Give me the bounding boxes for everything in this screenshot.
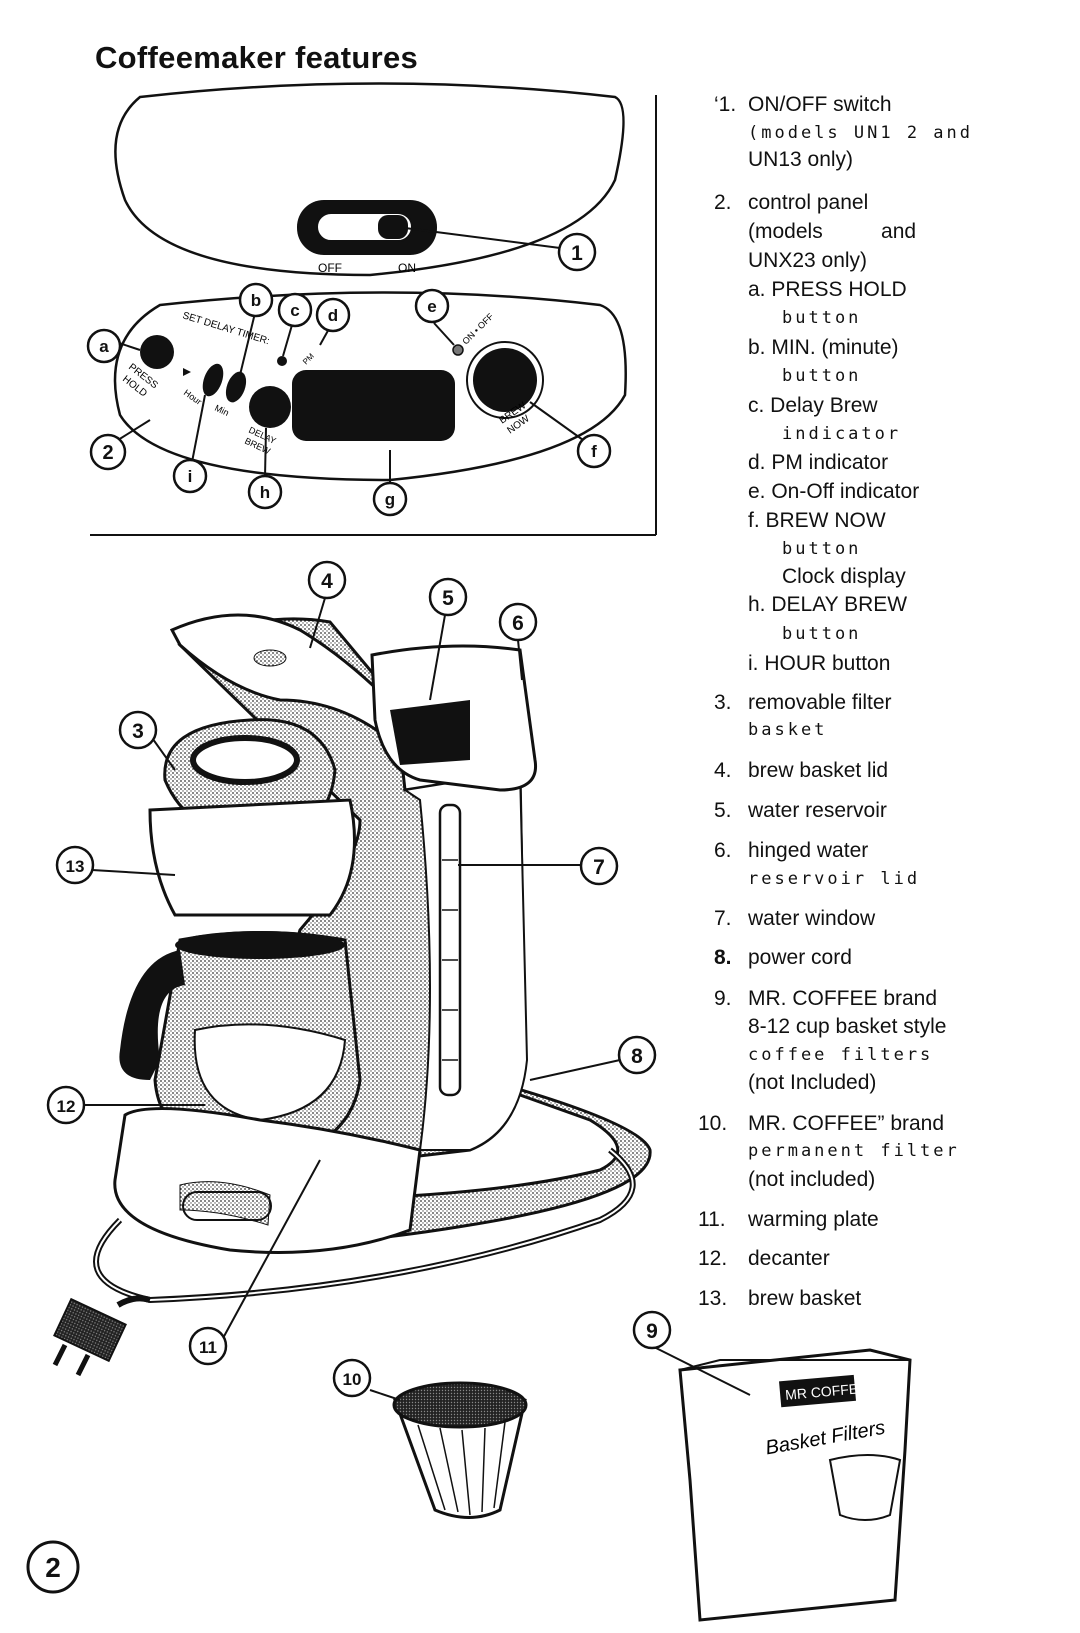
water-window — [438, 803, 462, 1097]
filter-box-drawing: MR COFFEE Basket Filters — [678, 1348, 912, 1622]
switch-panel — [114, 82, 625, 277]
svg-text:h: h — [260, 483, 270, 502]
list-item: 6.hinged water — [714, 839, 869, 862]
list-item: 8.power cord — [714, 946, 852, 969]
svg-text:3: 3 — [132, 720, 144, 743]
list-item: UN13 only) — [748, 148, 854, 171]
svg-text:d: d — [328, 306, 338, 325]
delay-brew-indicator — [277, 356, 287, 366]
list-item: 7.water window — [714, 907, 876, 930]
list-item: (not included) — [748, 1168, 876, 1191]
brew-basket — [148, 798, 356, 917]
svg-text:MR COFFEE: MR COFFEE — [785, 1380, 869, 1403]
svg-text:13: 13 — [66, 857, 85, 876]
list-item: button — [782, 308, 862, 328]
decanter-handle — [119, 950, 185, 1080]
svg-text:i: i — [188, 467, 193, 486]
svg-text:7: 7 — [593, 856, 605, 879]
list-item: 5.water reservoir — [714, 799, 887, 822]
svg-text:12: 12 — [57, 1097, 76, 1116]
list-item: d. PM indicator — [748, 451, 889, 474]
on-off-indicator — [452, 344, 464, 356]
clock-display — [292, 370, 455, 441]
off-label: OFF — [318, 261, 342, 275]
svg-text:1: 1 — [571, 242, 583, 265]
list-item: 11.warming plate — [698, 1208, 879, 1231]
list-item: coffee filters — [748, 1045, 934, 1065]
permanent-filter-drawing — [392, 1381, 528, 1519]
hour-button — [202, 363, 224, 397]
svg-text:8: 8 — [631, 1045, 643, 1068]
list-item: f. BREW NOW — [748, 509, 886, 532]
svg-text:b: b — [251, 291, 261, 310]
list-item: (models UN1 2 and — [748, 123, 973, 143]
delay-brew-button — [249, 386, 291, 428]
list-item: reservoir lid — [748, 869, 921, 889]
list-item: (models and — [748, 220, 917, 243]
warming-base — [113, 1107, 422, 1254]
list-item: 8-12 cup basket style — [748, 1015, 947, 1038]
plug — [53, 1297, 127, 1363]
svg-text:9: 9 — [646, 1320, 658, 1343]
list-item: ‘1.ON/OFF switch — [714, 93, 892, 116]
list-item: 3.removable filter — [714, 691, 892, 714]
list-item: 2.control panel — [714, 191, 869, 214]
brew-now-button — [473, 348, 537, 412]
svg-text:11: 11 — [199, 1338, 217, 1357]
list-item: 9.MR. COFFEE brand — [714, 987, 938, 1010]
svg-text:6: 6 — [512, 612, 524, 635]
list-item: c. Delay Brew — [748, 394, 878, 417]
list-item: indicator — [782, 424, 902, 444]
page-number: 2 — [45, 1552, 61, 1583]
list-item: a. PRESS HOLD — [748, 278, 907, 301]
press-hold-button — [140, 335, 174, 369]
list-item: Clock display — [782, 565, 906, 588]
list-item: UNX23 only) — [748, 249, 868, 272]
min-button — [225, 371, 247, 403]
list-item: 12.decanter — [698, 1247, 830, 1270]
list-item: 13.brew basket — [698, 1287, 862, 1310]
svg-text:c: c — [290, 301, 299, 320]
svg-text:e: e — [427, 297, 436, 316]
list-item: i. HOUR button — [748, 652, 891, 675]
list-item: e. On-Off indicator — [748, 480, 920, 503]
list-item: h. DELAY BREW — [748, 593, 908, 616]
list-item: (not Included) — [748, 1071, 877, 1094]
list-item: button — [782, 539, 862, 559]
list-item: button — [782, 624, 862, 644]
svg-text:10: 10 — [343, 1370, 362, 1389]
svg-text:5: 5 — [442, 587, 454, 610]
list-item: button — [782, 366, 862, 386]
list-item: permanent filter — [748, 1141, 960, 1161]
svg-text:g: g — [385, 490, 395, 509]
on-label: ON — [398, 261, 416, 275]
coffeemaker-drawing — [52, 613, 652, 1377]
svg-text:4: 4 — [321, 570, 333, 593]
svg-text:f: f — [591, 442, 597, 461]
list-item: 4.brew basket lid — [714, 759, 889, 782]
svg-text:a: a — [99, 337, 109, 356]
svg-text:2: 2 — [102, 442, 113, 464]
list-item: 10.MR. COFFEE” brand — [698, 1112, 945, 1135]
list-item: basket — [748, 720, 828, 740]
page-title: Coffeemaker features — [95, 40, 419, 75]
list-item: b. MIN. (minute) — [748, 336, 899, 359]
